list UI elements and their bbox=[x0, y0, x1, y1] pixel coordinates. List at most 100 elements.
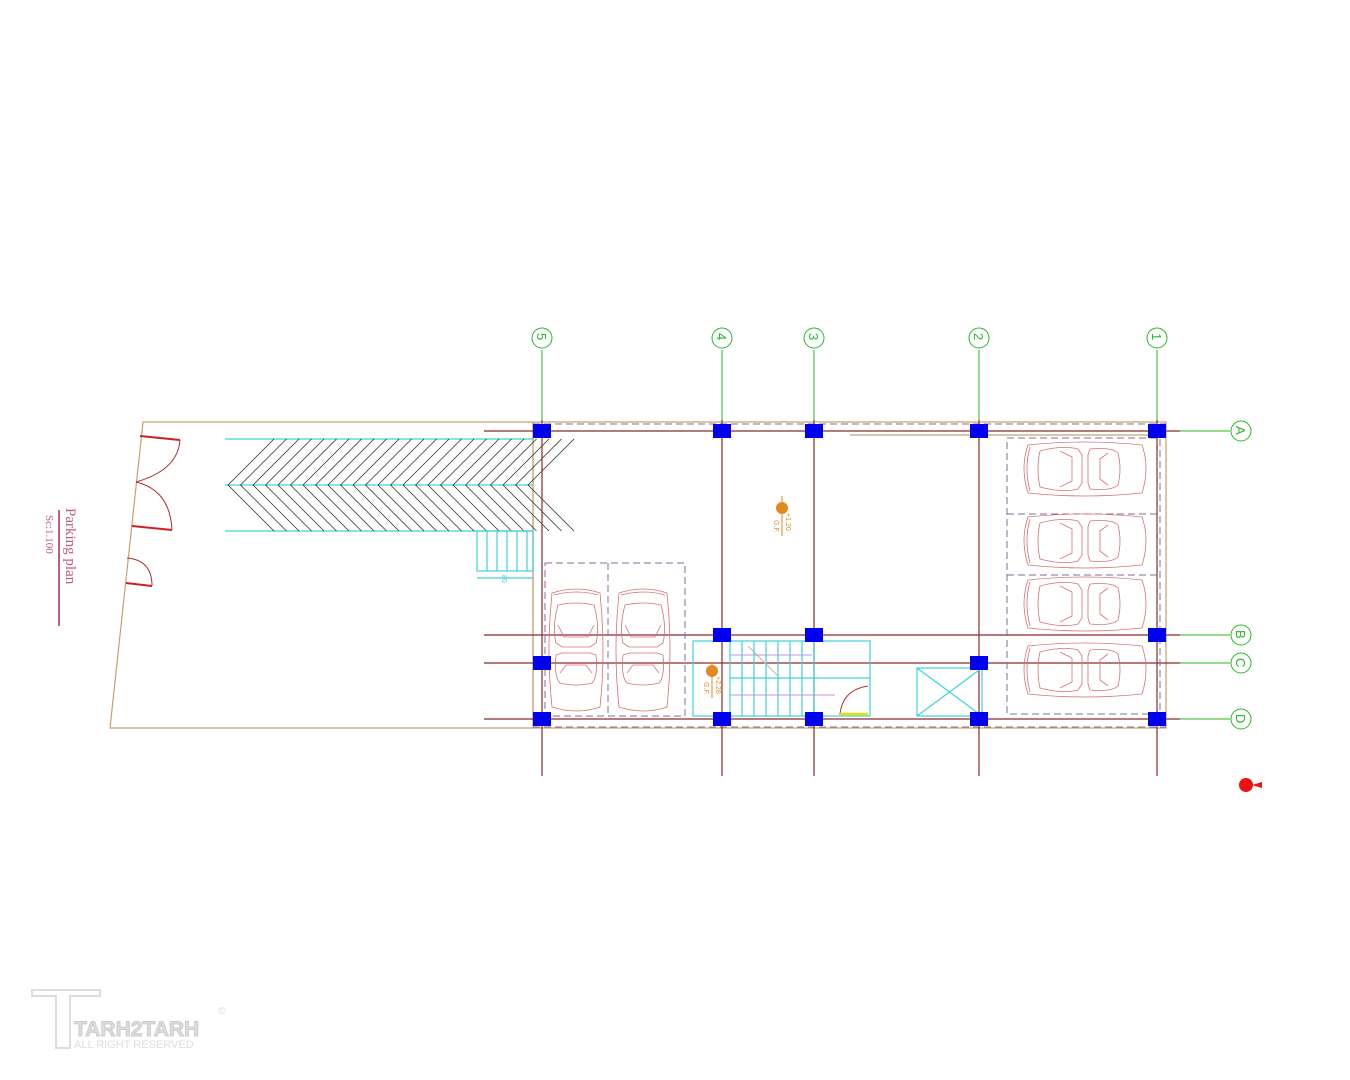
level-value: +1.20 bbox=[784, 513, 791, 531]
hatch-line bbox=[465, 484, 512, 532]
hatch-line bbox=[315, 484, 362, 532]
site-boundary bbox=[109, 421, 534, 729]
hatch-line bbox=[240, 438, 287, 486]
watermark-copyright: © bbox=[218, 1006, 226, 1017]
hatch-line bbox=[327, 438, 375, 486]
structural-column bbox=[805, 424, 823, 438]
hatch-line bbox=[490, 438, 537, 486]
hatch-line bbox=[452, 484, 500, 532]
hatch-line bbox=[290, 438, 337, 486]
axis-label-A: A bbox=[1233, 426, 1248, 435]
hatch-line bbox=[252, 484, 300, 532]
structural-column bbox=[805, 628, 823, 642]
watermark-brand: TARH2TARH bbox=[74, 1018, 199, 1041]
axis-bubble bbox=[1230, 624, 1252, 646]
hatch-line bbox=[490, 484, 537, 532]
columns bbox=[533, 424, 1166, 726]
axis-bubble bbox=[968, 327, 990, 349]
car-3 bbox=[1023, 576, 1147, 632]
structural-column bbox=[533, 656, 551, 670]
level-value: +2.28 bbox=[714, 676, 721, 694]
structural-column bbox=[713, 712, 731, 726]
car-1 bbox=[1023, 441, 1147, 497]
axis-label-1: 1 bbox=[1149, 333, 1164, 340]
hatch-line bbox=[377, 484, 425, 532]
hatch-line bbox=[527, 484, 575, 532]
hatch-line bbox=[515, 438, 562, 486]
axis-label-5: 5 bbox=[534, 333, 549, 340]
axis-bubble bbox=[1230, 708, 1252, 730]
axis-label-C: C bbox=[1233, 658, 1248, 667]
hatch-line bbox=[427, 438, 475, 486]
hatch-line bbox=[502, 484, 550, 532]
hatch-line bbox=[440, 438, 487, 486]
structural-column bbox=[1148, 628, 1166, 642]
hatch-line bbox=[477, 438, 525, 486]
axis-label-B: B bbox=[1233, 630, 1248, 639]
hatch-line bbox=[390, 484, 437, 532]
north-arrow-icon bbox=[1239, 778, 1262, 792]
structural-column bbox=[533, 424, 551, 438]
entrance-doors bbox=[125, 435, 181, 587]
structural-column bbox=[805, 712, 823, 726]
level-label: G.F. bbox=[772, 520, 779, 533]
structural-column bbox=[970, 424, 988, 438]
hatch-line bbox=[515, 484, 562, 532]
watermark-logo: TARH2TARH ALL RIGHT RESERVED © bbox=[31, 989, 226, 1051]
watermark-tagline: ALL RIGHT RESERVED bbox=[74, 1039, 194, 1051]
structural-column bbox=[1148, 712, 1166, 726]
hatch-line bbox=[315, 438, 362, 486]
elevator-shaft bbox=[916, 667, 983, 717]
hatch-line bbox=[265, 438, 312, 486]
car-4 bbox=[1023, 642, 1147, 698]
axis-bubble bbox=[803, 327, 825, 349]
level-marker-1: +1.20 G.F. bbox=[772, 496, 791, 536]
hatch-line bbox=[302, 438, 350, 486]
parking-bay-right bbox=[1006, 437, 1161, 715]
drawing-title: Parking plan bbox=[62, 508, 78, 585]
hatch-line bbox=[402, 484, 450, 532]
hatch-line bbox=[290, 484, 337, 532]
structural-column bbox=[533, 712, 551, 726]
hatch-line bbox=[227, 438, 275, 486]
hatch-line bbox=[377, 438, 425, 486]
hatch-line bbox=[302, 484, 350, 532]
stair-door-swing bbox=[839, 685, 869, 716]
car-5 bbox=[548, 588, 604, 712]
hatch-line bbox=[440, 484, 487, 532]
hatch-line bbox=[277, 438, 325, 486]
level-marker-2: +2.28 G.F. bbox=[702, 662, 721, 698]
car-6 bbox=[615, 588, 671, 712]
building-outline bbox=[532, 421, 1167, 729]
main-stair bbox=[692, 640, 871, 717]
hatch-line bbox=[227, 484, 275, 532]
axis-bubble bbox=[1230, 652, 1252, 674]
car-2 bbox=[1023, 513, 1147, 569]
hatch-line bbox=[452, 438, 500, 486]
hatch-line bbox=[352, 484, 400, 532]
structural-column bbox=[970, 712, 988, 726]
structural-column bbox=[713, 424, 731, 438]
structural-column bbox=[970, 656, 988, 670]
axis-label-4: 4 bbox=[714, 333, 729, 340]
hatch-line bbox=[327, 484, 375, 532]
hatch-line bbox=[340, 484, 387, 532]
ramp-hatch bbox=[225, 438, 575, 532]
hatch-line bbox=[427, 484, 475, 532]
hatch-line bbox=[527, 438, 575, 486]
hatch-line bbox=[240, 484, 287, 532]
hatch-line bbox=[277, 484, 325, 532]
structural-column bbox=[713, 628, 731, 642]
ramp-stair-label: 80 bbox=[500, 575, 507, 583]
structural-column bbox=[1148, 424, 1166, 438]
hatch-line bbox=[415, 438, 462, 486]
hatch-line bbox=[415, 484, 462, 532]
axis-bubble bbox=[1146, 327, 1168, 349]
hatch-line bbox=[390, 438, 437, 486]
drawing-title-block: Parking plan Sc:1.100 bbox=[43, 508, 78, 626]
ramp-stair: 80 bbox=[476, 530, 534, 583]
hatch-line bbox=[252, 438, 300, 486]
hatch-line bbox=[365, 484, 412, 532]
axis-label-D: D bbox=[1233, 714, 1248, 723]
